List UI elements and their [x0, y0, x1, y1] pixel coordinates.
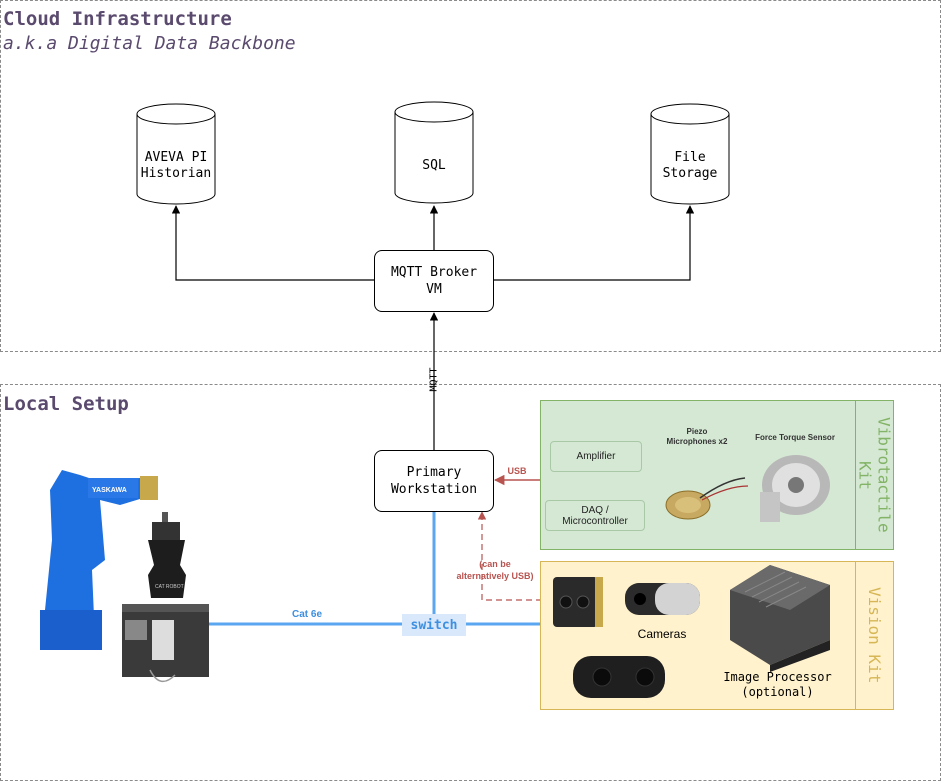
cameras-label: Cameras	[637, 627, 687, 641]
database-file-storage-shape	[650, 103, 730, 205]
cloud-title: Cloud Infrastructure	[3, 8, 232, 30]
cat6e-label: Cat 6e	[292, 609, 323, 620]
gripper-image: CAT ROBOT	[148, 512, 186, 598]
database-file-storage-label: File Storage	[662, 150, 718, 181]
vibrotactile-kit-title: Vibrotactile Kit	[855, 417, 894, 533]
image-processor-label: Image Processor (optional)	[723, 670, 832, 699]
local-title: Local Setup	[3, 393, 129, 415]
vision-kit-title: Vision Kit	[865, 587, 884, 684]
svg-text:CAT ROBOT: CAT ROBOT	[155, 584, 184, 590]
piezo-label: Piezo Microphones x2	[666, 427, 728, 446]
vision-kit-title-panel: Vision Kit	[855, 561, 894, 710]
amplifier-box: Amplifier	[550, 441, 642, 472]
usb-label: USB	[507, 466, 527, 476]
vibrotactile-kit-title-panel: Vibrotactile Kit	[855, 400, 894, 550]
robot-arm-image: YASKAWA	[40, 470, 158, 650]
database-aveva-label: AVEVA PI Historian	[140, 150, 212, 181]
daq-box: DAQ / Microcontroller	[545, 500, 645, 531]
workstation-label: Primary Workstation	[390, 465, 478, 497]
svg-text:YASKAWA: YASKAWA	[92, 487, 127, 494]
arrow-alt-usb	[477, 511, 552, 601]
database-aveva-shape	[136, 103, 216, 205]
cloud-subtitle: a.k.a Digital Data Backbone	[3, 33, 296, 54]
arrow-broker-aveva	[171, 205, 374, 281]
database-sql-label: SQL	[422, 158, 446, 173]
controller-cabinet-image	[122, 604, 209, 683]
network-switch[interactable]: switch	[402, 614, 466, 636]
mqtt-broker-node[interactable]: MQTT Broker VM	[374, 250, 494, 312]
alt-usb-label: (can be alternatively USB)	[456, 559, 534, 581]
arrow-broker-file	[493, 205, 695, 281]
database-sql-shape	[394, 101, 474, 204]
primary-workstation-node[interactable]: Primary Workstation	[374, 450, 494, 512]
force-torque-label: Force Torque Sensor	[755, 433, 835, 442]
mqtt-broker-label: MQTT Broker VM	[390, 265, 478, 297]
